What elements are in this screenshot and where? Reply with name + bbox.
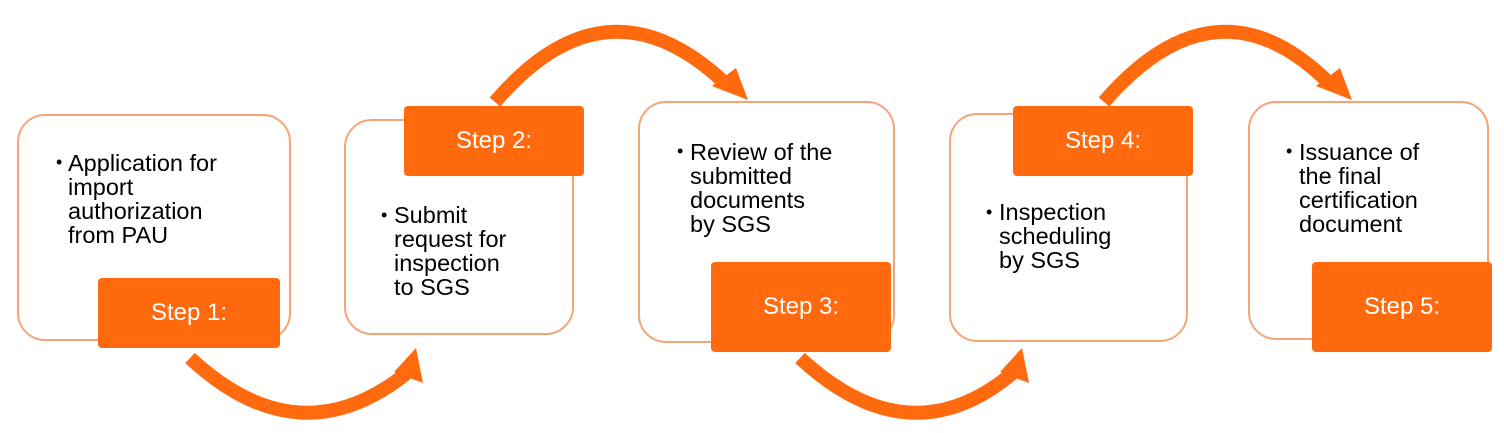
- step3-line-2: submitted: [690, 163, 792, 189]
- step5-line-1: Issuance of: [1299, 139, 1420, 165]
- step4-line-3: by SGS: [999, 247, 1080, 273]
- step4-bullet: •: [986, 202, 993, 222]
- step1-line-2: import: [68, 174, 134, 200]
- step2-line-4: to SGS: [394, 274, 470, 300]
- step4-line-1: Inspection: [999, 199, 1107, 225]
- arrow-step3-to-step4: [795, 352, 1019, 420]
- step2-bullet: •: [381, 205, 388, 225]
- step3-text: Review of the submitted documents by SGS: [690, 140, 832, 236]
- step5-line-2: the final: [1299, 163, 1382, 189]
- step3-line-1: Review of the: [690, 139, 833, 165]
- step1-text: Application for import authorization fro…: [68, 151, 217, 247]
- step4-text: Inspection scheduling by SGS: [999, 200, 1111, 272]
- step1-line-4: from PAU: [68, 222, 169, 248]
- step1-bullet: •: [56, 152, 63, 172]
- arrowhead-step4-to-step5: [1316, 68, 1352, 100]
- step2-line-3: inspection: [394, 250, 500, 276]
- arrowhead-step2-to-step3: [712, 68, 748, 100]
- step3-line-3: documents: [690, 187, 805, 213]
- step1-line-1: Application for: [68, 150, 217, 176]
- arrowhead-step3-to-step4: [1000, 348, 1029, 383]
- step2-text: Submit request for inspection to SGS: [394, 203, 506, 299]
- step3-line-4: by SGS: [690, 211, 771, 237]
- step2-line-2: request for: [394, 226, 507, 252]
- arrow-step4-to-step5: [1098, 24, 1337, 107]
- step3-label: Step 3:: [711, 262, 891, 352]
- step5-label: Step 5:: [1312, 262, 1492, 352]
- arrow-step1-to-step2: [185, 352, 413, 420]
- arrowhead-step1-to-step2: [394, 348, 423, 383]
- step5-line-3: certification: [1299, 187, 1418, 213]
- step1-line-3: authorization: [68, 198, 203, 224]
- arrow-step2-to-step3: [489, 24, 733, 107]
- step5-text: Issuance of the final certification docu…: [1299, 140, 1419, 236]
- step2-label: Step 2:: [404, 106, 584, 176]
- step3-bullet: •: [677, 141, 684, 161]
- step2-line-1: Submit: [394, 202, 468, 228]
- step4-line-2: scheduling: [999, 223, 1112, 249]
- step4-label: Step 4:: [1013, 106, 1193, 176]
- step5-line-4: document: [1299, 211, 1403, 237]
- step1-label: Step 1:: [98, 278, 280, 348]
- step5-bullet: •: [1286, 141, 1293, 161]
